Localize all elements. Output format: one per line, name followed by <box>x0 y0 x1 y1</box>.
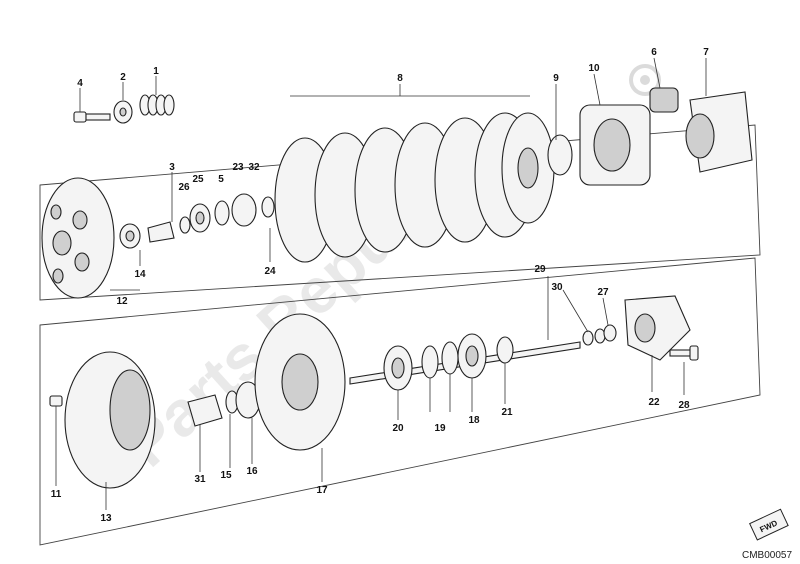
callout-13: 13 <box>100 513 112 524</box>
callout-26: 26 <box>178 182 190 193</box>
callout-29: 29 <box>534 264 546 275</box>
housing-part-7 <box>685 91 753 173</box>
bolt-part-4 <box>73 111 111 123</box>
callout-25: 25 <box>192 174 204 185</box>
callout-15: 15 <box>220 470 232 481</box>
circlip-part-19 <box>421 341 459 379</box>
callout-8: 8 <box>397 73 403 84</box>
callout-10: 10 <box>588 63 600 74</box>
callout-6: 6 <box>651 47 657 58</box>
nut-part-25 <box>189 203 211 233</box>
callout-1: 1 <box>153 66 159 77</box>
callout-21: 21 <box>501 407 513 418</box>
callout-12: 12 <box>116 296 128 307</box>
diagram-code: CMB00057 <box>742 550 792 561</box>
gear-watermark-icon <box>629 64 661 96</box>
bushing-part-6 <box>649 87 679 113</box>
callout-32: 32 <box>248 162 260 173</box>
callout-16: 16 <box>246 466 258 477</box>
pushrod-part-3 <box>147 221 175 243</box>
callout-17: 17 <box>316 485 328 496</box>
cover-part-22 <box>624 295 691 361</box>
callout-20: 20 <box>392 423 404 434</box>
lower-assembly-frame <box>39 257 761 546</box>
clutch-plate-stack-part-8 <box>274 112 555 263</box>
spacer-part-31 <box>187 394 223 427</box>
callout-28: 28 <box>678 400 690 411</box>
callout-18: 18 <box>468 415 480 426</box>
leader-lines <box>55 57 707 510</box>
callout-4: 4 <box>77 78 83 89</box>
callout-7: 7 <box>703 47 709 58</box>
washer-part-5 <box>214 200 230 226</box>
gear-part-17 <box>254 313 346 451</box>
bearing-part-18 <box>457 333 487 379</box>
bearing-part-14 <box>119 223 141 249</box>
pressure-plate-part-12 <box>41 177 115 299</box>
callout-19: 19 <box>434 423 446 434</box>
callout-22: 22 <box>648 397 660 408</box>
washer-part-2 <box>113 100 133 124</box>
clutch-hub-part-10 <box>547 104 651 186</box>
callout-27: 27 <box>597 287 609 298</box>
callout-3: 3 <box>169 162 175 173</box>
clutch-basket-part-13 <box>64 351 156 489</box>
callout-14: 14 <box>134 269 146 280</box>
bolt-part-28 <box>669 345 699 361</box>
callout-2: 2 <box>120 72 126 83</box>
fwd-badge-icon: FWD <box>749 508 789 541</box>
seal-part-27 <box>603 324 617 342</box>
oring-part-26 <box>179 216 191 234</box>
callout-30: 30 <box>551 282 563 293</box>
ring-part-32 <box>261 196 275 218</box>
bearing-part-20 <box>383 345 413 391</box>
callout-23: 23 <box>232 162 244 173</box>
callout-24: 24 <box>264 266 276 277</box>
callout-9: 9 <box>553 73 559 84</box>
callout-31: 31 <box>194 474 206 485</box>
oring-part-30 <box>582 328 606 346</box>
ring-part-21 <box>496 336 514 364</box>
callout-5: 5 <box>218 174 224 185</box>
callout-11: 11 <box>51 489 62 500</box>
bolt-part-11 <box>49 395 63 407</box>
spring-part-1 <box>139 94 175 116</box>
plate-part-23 <box>231 193 257 227</box>
